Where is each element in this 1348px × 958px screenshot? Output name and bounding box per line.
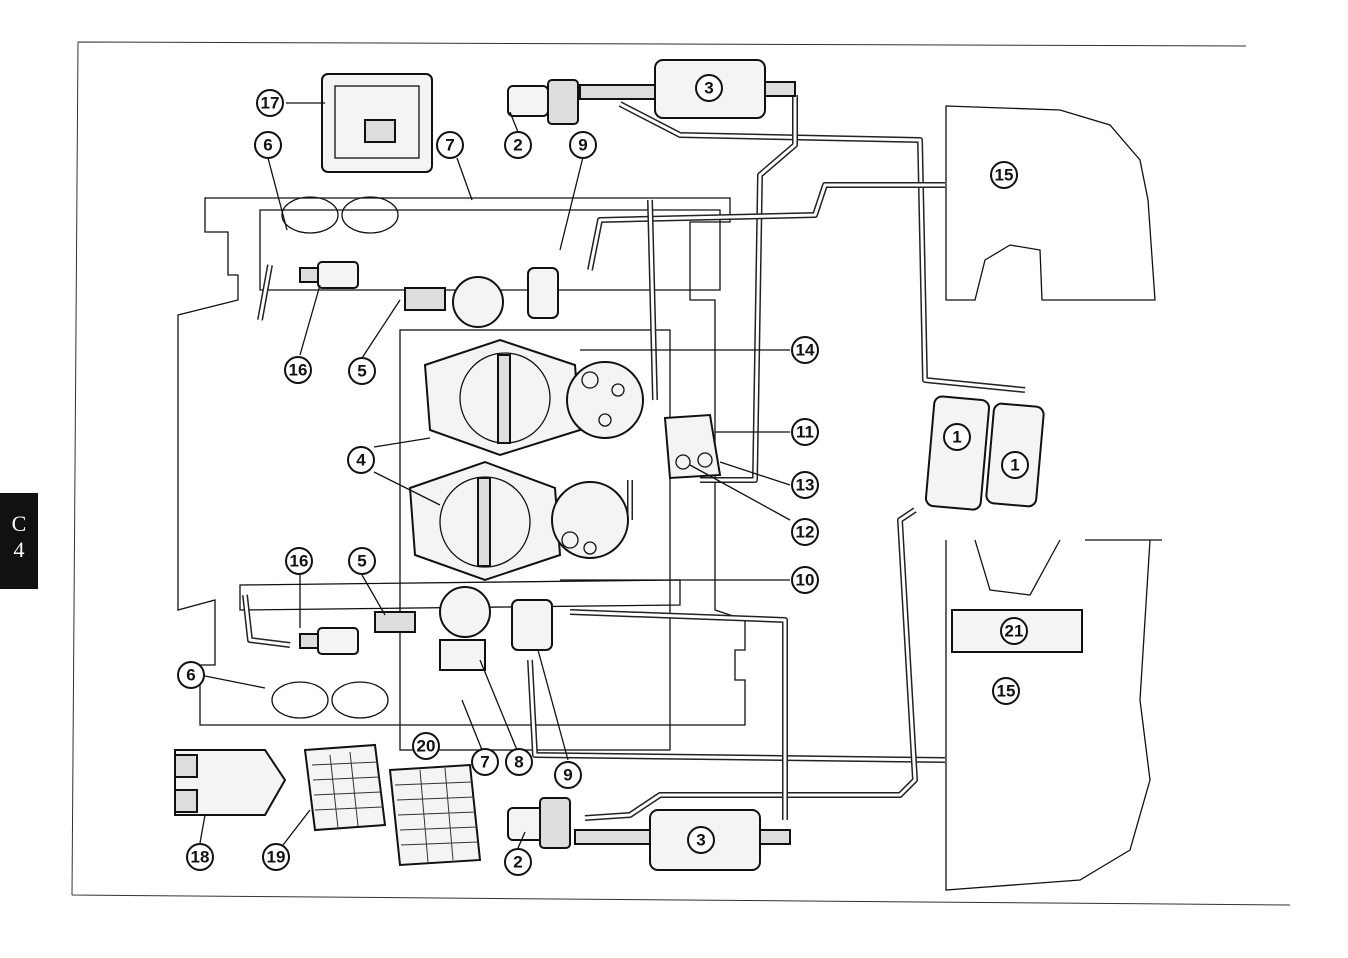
callout-13: 13 [792, 472, 818, 498]
callout-10: 10 [792, 567, 818, 593]
callout-5-top: 5 [349, 358, 375, 384]
callout-7-top: 7 [437, 132, 463, 158]
callout-15-top: 15 [991, 162, 1017, 188]
callout-15-bottom: 15 [993, 678, 1019, 704]
svg-text:9: 9 [578, 136, 587, 155]
callout-7-bottom: 7 [472, 749, 498, 775]
callout-16-top: 16 [285, 357, 311, 383]
sensor-block [665, 415, 720, 478]
svg-text:15: 15 [995, 166, 1014, 185]
callout-9-bottom: 9 [555, 762, 581, 788]
svg-text:16: 16 [290, 552, 309, 571]
callout-18: 18 [187, 844, 213, 870]
svg-text:15: 15 [997, 682, 1016, 701]
intake-upper [405, 277, 503, 327]
cold-start-valve-lower [300, 628, 358, 654]
callout-1-left: 1 [944, 424, 970, 450]
callout-21: 21 [1001, 618, 1027, 644]
callout-12: 12 [792, 519, 818, 545]
svg-text:16: 16 [289, 361, 308, 380]
svg-text:20: 20 [417, 737, 436, 756]
pressure-regulator-lower [512, 600, 552, 650]
ecu-20 [390, 765, 480, 865]
svg-text:13: 13 [796, 476, 815, 495]
callout-6-bottom: 6 [178, 662, 204, 688]
pressure-regulator-upper [528, 268, 558, 318]
svg-text:19: 19 [267, 848, 286, 867]
callout-6-top: 6 [255, 132, 281, 158]
svg-text:9: 9 [563, 766, 572, 785]
throttle-body-upper [425, 340, 580, 455]
svg-text:1: 1 [1010, 456, 1019, 475]
cold-start-valve-upper [300, 262, 358, 288]
svg-text:5: 5 [357, 362, 366, 381]
svg-text:14: 14 [796, 341, 815, 360]
callout-8: 8 [506, 749, 532, 775]
ecu-17 [322, 74, 432, 172]
svg-text:6: 6 [263, 136, 272, 155]
callout-16-bottom: 16 [286, 548, 312, 574]
callout-4: 4 [348, 447, 374, 473]
svg-text:7: 7 [445, 136, 454, 155]
callout-9-top: 9 [570, 132, 596, 158]
svg-text:3: 3 [696, 831, 705, 850]
svg-text:12: 12 [796, 523, 815, 542]
callout-14: 14 [792, 337, 818, 363]
callout-17: 17 [257, 90, 283, 116]
accumulator-bottom [508, 798, 570, 848]
callout-5-bottom: 5 [349, 548, 375, 574]
intake-lower [375, 587, 490, 670]
fuel-distributor-upper [567, 362, 643, 438]
fuel-filter-top [580, 60, 795, 118]
svg-text:7: 7 [480, 753, 489, 772]
svg-text:2: 2 [513, 853, 522, 872]
fuel-distributor-lower [552, 482, 628, 558]
svg-text:6: 6 [186, 666, 195, 685]
callout-2-bottom: 2 [505, 849, 531, 875]
callout-1-right: 1 [1002, 452, 1028, 478]
callout-3-bottom: 3 [688, 827, 714, 853]
svg-text:10: 10 [796, 571, 815, 590]
callout-2-top: 2 [505, 132, 531, 158]
svg-text:18: 18 [191, 848, 210, 867]
callout-19: 19 [263, 844, 289, 870]
svg-text:5: 5 [357, 552, 366, 571]
fuel-pump-left [925, 396, 989, 510]
accumulator-top [508, 80, 578, 124]
svg-text:3: 3 [704, 79, 713, 98]
svg-text:11: 11 [796, 423, 814, 442]
callout-11: 11 [792, 419, 818, 445]
ecu-19 [305, 745, 385, 830]
ecu-18 [175, 750, 285, 815]
svg-text:17: 17 [261, 94, 280, 113]
callout-3-top: 3 [696, 75, 722, 101]
svg-text:2: 2 [513, 136, 522, 155]
svg-text:4: 4 [356, 451, 366, 470]
throttle-body-lower [410, 462, 560, 580]
callout-20: 20 [413, 733, 439, 759]
svg-text:1: 1 [952, 428, 961, 447]
svg-text:8: 8 [514, 753, 523, 772]
svg-text:21: 21 [1005, 622, 1024, 641]
